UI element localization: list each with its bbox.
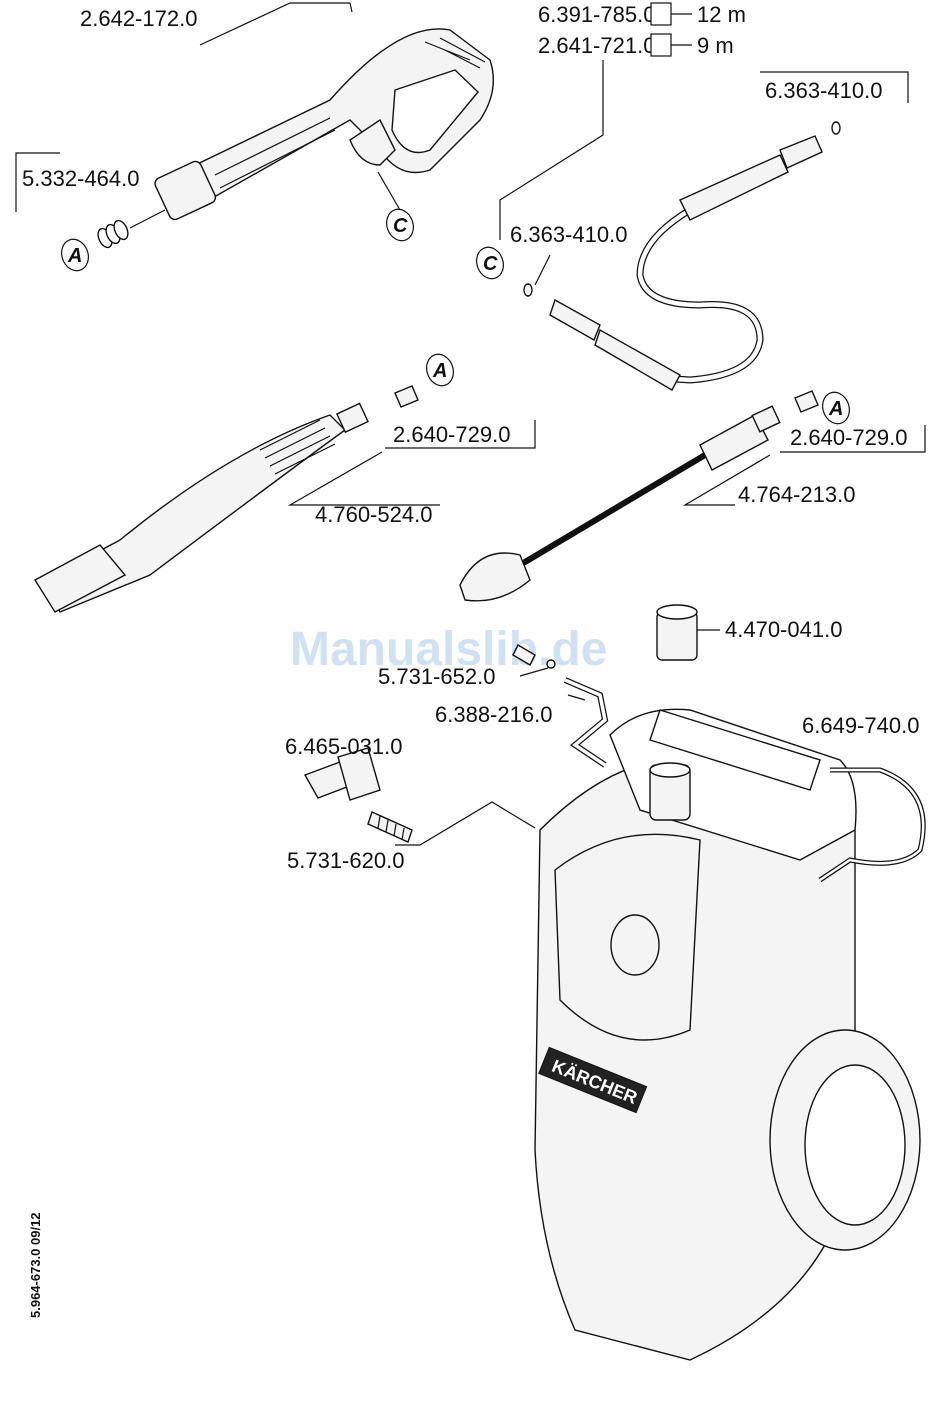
callout-a-lance-right: A	[818, 389, 853, 428]
label-quick-coupling: 4.470-041.0	[725, 617, 842, 642]
leader-oring-hose-end	[535, 255, 550, 285]
callout-a-gun: A	[57, 236, 92, 275]
internal-hose-drawing	[565, 680, 605, 765]
trigger-gun-drawing	[95, 29, 493, 250]
label-water-filter: 5.731-620.0	[287, 848, 404, 873]
hose-drawing	[524, 122, 840, 390]
svg-text:A: A	[432, 360, 447, 382]
box-hose-12m	[651, 3, 671, 25]
seal-spring-drawing	[95, 218, 130, 249]
svg-text:A: A	[67, 245, 82, 267]
vario-lance-drawing	[35, 386, 418, 612]
label-gun-seal-set: 5.332-464.0	[22, 166, 139, 191]
leader-hose	[500, 60, 603, 240]
label-water-inlet-coupling: 6.465-031.0	[285, 734, 402, 759]
label-nozzle-connector-right: 2.640-729.0	[790, 425, 907, 450]
callout-c-gun: C	[382, 206, 417, 245]
callout-a-lance-left: A	[422, 351, 457, 390]
label-hose-9m: 2.641-721.0	[538, 33, 655, 58]
callout-c-hose: C	[472, 244, 507, 283]
label-hose-9m-length: 9 m	[697, 33, 734, 58]
label-internal-hose: 6.388-216.0	[435, 702, 552, 727]
leader-water-filter	[395, 802, 535, 845]
quick-coupling-drawing	[657, 605, 697, 660]
box-hose-9m	[651, 34, 671, 56]
label-dirt-blaster-lance: 4.764-213.0	[738, 482, 855, 507]
label-vario-lance: 4.760-524.0	[315, 502, 432, 527]
label-oring-top: 6.363-410.0	[765, 78, 882, 103]
label-oring-hose-end: 6.363-410.0	[510, 222, 627, 247]
water-filter-drawing	[368, 812, 412, 842]
svg-text:C: C	[483, 253, 498, 275]
leader-callout-c-gun	[378, 172, 400, 210]
svg-text:C: C	[393, 215, 408, 237]
label-hose-clip: 5.731-652.0	[378, 664, 495, 689]
pressure-washer-body-drawing: KÄRCHER	[535, 709, 920, 1360]
document-code: 5.964-673.0 09/12	[28, 1212, 43, 1318]
leader-trigger-gun	[200, 3, 352, 45]
leader-vario-lance	[290, 452, 440, 505]
label-power-cable: 6.649-740.0	[802, 713, 919, 738]
label-hose-12m-length: 12 m	[697, 2, 746, 27]
label-hose-12m: 6.391-785.0	[538, 2, 655, 27]
svg-text:A: A	[828, 398, 843, 420]
label-nozzle-connector-left: 2.640-729.0	[393, 422, 510, 447]
label-trigger-gun: 2.642-172.0	[80, 6, 197, 31]
